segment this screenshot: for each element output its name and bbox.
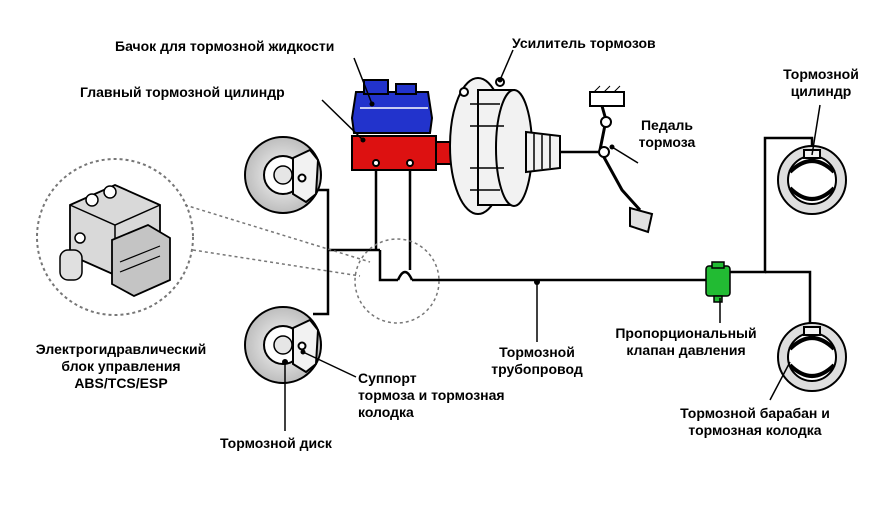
label-brake-line-line1: Тормозной [499,344,575,360]
callout-lines [284,49,821,431]
label-brake-disc: Тормозной диск [220,435,332,451]
front-caliper [292,148,320,204]
brake-fluid-reservoir [350,79,434,134]
rear-drum-upper [777,145,847,215]
label-caliper-line3: колодка [358,404,414,420]
label-brake-line-line2: трубопровод [491,361,583,377]
label-brake-line: Тормозной трубопровод [478,344,596,378]
label-drum-line2: тормозная колодка [688,422,822,438]
callout-dots [282,77,615,365]
label-wheel-cylinder-line2: цилиндр [790,83,852,99]
label-abs-unit-line2: блок управления [61,358,181,374]
label-fluid-reservoir: Бачок для тормозной жидкости [115,38,335,54]
label-caliper-line2: тормоза и тормозная [358,387,505,403]
master-cylinder [351,135,455,171]
label-brake-pedal-line1: Педаль [640,117,694,133]
label-caliper-line1: Суппорт [358,370,417,386]
label-abs-unit: Электрогидравлический блок управления AB… [18,341,224,392]
label-wheel-cylinder-line1: Тормозной [783,66,859,82]
label-wheel-cylinder: Тормозной цилиндр [775,66,867,100]
label-abs-unit-line3: ABS/TCS/ESP [74,375,168,391]
label-caliper: Суппорт тормоза и тормозная колодка [358,370,505,421]
rear-drum-lower [777,322,847,392]
label-brake-booster: Усилитель тормозов [512,35,656,51]
abs-unit-zoom [36,158,194,316]
label-brake-pedal-line2: тормоза [638,134,696,150]
label-brake-pedal: Педаль тормоза [630,117,704,151]
label-drum-and-shoe: Тормозной барабан и тормозная колодка [660,405,850,439]
proportioning-valve [705,261,731,303]
label-proportioning-valve-line2: клапан давления [626,342,746,358]
label-drum-line1: Тормозной барабан и [680,405,830,421]
label-proportioning-valve: Пропорциональный клапан давления [598,325,774,359]
label-master-cylinder: Главный тормозной цилиндр [80,84,285,100]
label-abs-unit-line1: Электрогидравлический [35,341,207,357]
abs-leader-lines [184,204,440,324]
rear-caliper [292,318,320,374]
brake-pedal [589,85,654,234]
brake-pipes [313,136,814,335]
label-proportioning-valve-line1: Пропорциональный [615,325,757,341]
brake-booster [449,77,561,215]
